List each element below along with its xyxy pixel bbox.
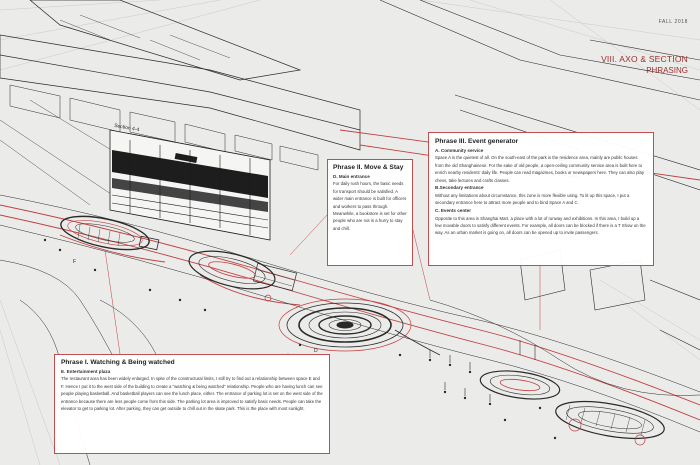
sheet-subtitle: PHRASING bbox=[646, 66, 688, 75]
phase-2-subtitle: D. Main entrance bbox=[333, 173, 370, 179]
phase-3-panel: Phrase III. Event generator A. Community… bbox=[428, 132, 654, 266]
phase-3-section-body: Opposite to this area is Shanghai Mart, … bbox=[435, 215, 646, 236]
street-volumes bbox=[379, 0, 700, 351]
phase-1-panel: Phrase I. Watching & Being watched E. En… bbox=[54, 354, 330, 454]
phase-1-subtitle: E. Entertainment plaza bbox=[61, 368, 111, 374]
central-plaza-rings bbox=[278, 298, 441, 356]
section-cut bbox=[109, 129, 271, 241]
vertical-posts bbox=[429, 340, 536, 402]
marker-f: F bbox=[73, 259, 77, 265]
phase-3-section-heading: C. Events center bbox=[435, 207, 471, 213]
phase-1-title: Phrase I. Watching & Being watched bbox=[61, 359, 175, 366]
phase-2-title: Phrase II. Move & Stay bbox=[333, 164, 404, 171]
callout-leaders bbox=[104, 214, 541, 355]
phase-1-body: The restaurant area has been widely enla… bbox=[61, 376, 323, 412]
parking-ramp bbox=[188, 250, 298, 302]
marker-d: D bbox=[314, 348, 318, 354]
phase-3-section-heading: A. Community service bbox=[435, 147, 484, 153]
people-and-trees bbox=[43, 238, 557, 440]
sports-court bbox=[60, 215, 160, 251]
phase-3-section-body: Space A is the quietest of all. On the s… bbox=[435, 155, 645, 183]
phase-3-section-body: Without any limitations about circumstan… bbox=[435, 192, 630, 206]
phase-3-section-heading: B.Secondary entrance bbox=[435, 185, 484, 191]
sheet-title: VIII. AXO & SECTION bbox=[601, 54, 688, 64]
phase-3-title: Phrase III. Event generator bbox=[435, 138, 519, 145]
event-center-rings bbox=[479, 370, 665, 446]
phase-2-body: For daily rush hours, the basic needs fo… bbox=[333, 181, 407, 231]
phase-2-panel: Phrase II. Move & Stay D. Main entrance … bbox=[327, 159, 413, 266]
header-date: FALL 2018 bbox=[658, 19, 688, 25]
